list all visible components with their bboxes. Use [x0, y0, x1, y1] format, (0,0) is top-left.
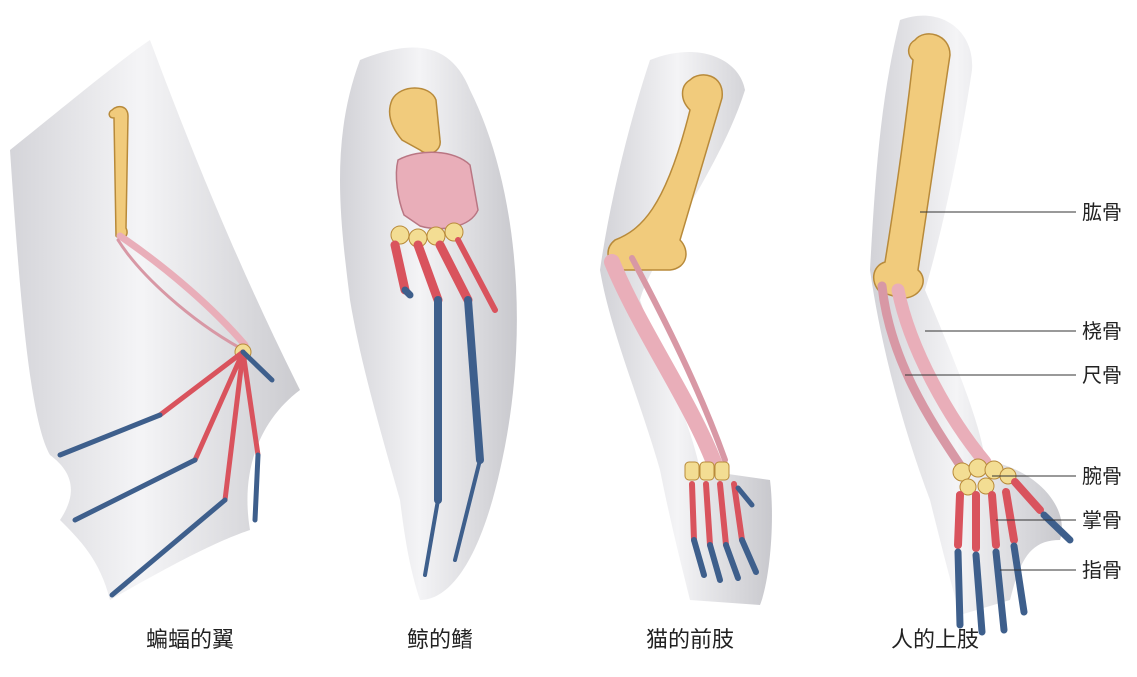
caption-cat-forelimb: 猫的前肢	[590, 622, 790, 654]
cat-forelimb	[600, 52, 772, 605]
bat-wing	[10, 40, 300, 600]
caption-bat-wing: 蝙蝠的翼	[90, 622, 290, 654]
label-radius: 桡骨	[1082, 319, 1122, 343]
human-upper-limb	[870, 16, 1076, 632]
whale-fin	[340, 48, 517, 600]
whale-radius-ulna	[396, 152, 478, 228]
caption-human-upper-limb: 人的上肢	[835, 622, 1035, 654]
label-ulna: 尺骨	[1082, 363, 1122, 387]
label-metacarpals: 掌骨	[1082, 508, 1122, 532]
label-phalanges: 指骨	[1082, 558, 1122, 582]
cat-carpals	[685, 462, 729, 480]
label-carpals: 腕骨	[1082, 464, 1122, 488]
caption-whale-fin: 鲸的鳍	[340, 622, 540, 654]
label-humerus: 肱骨	[1082, 200, 1122, 224]
